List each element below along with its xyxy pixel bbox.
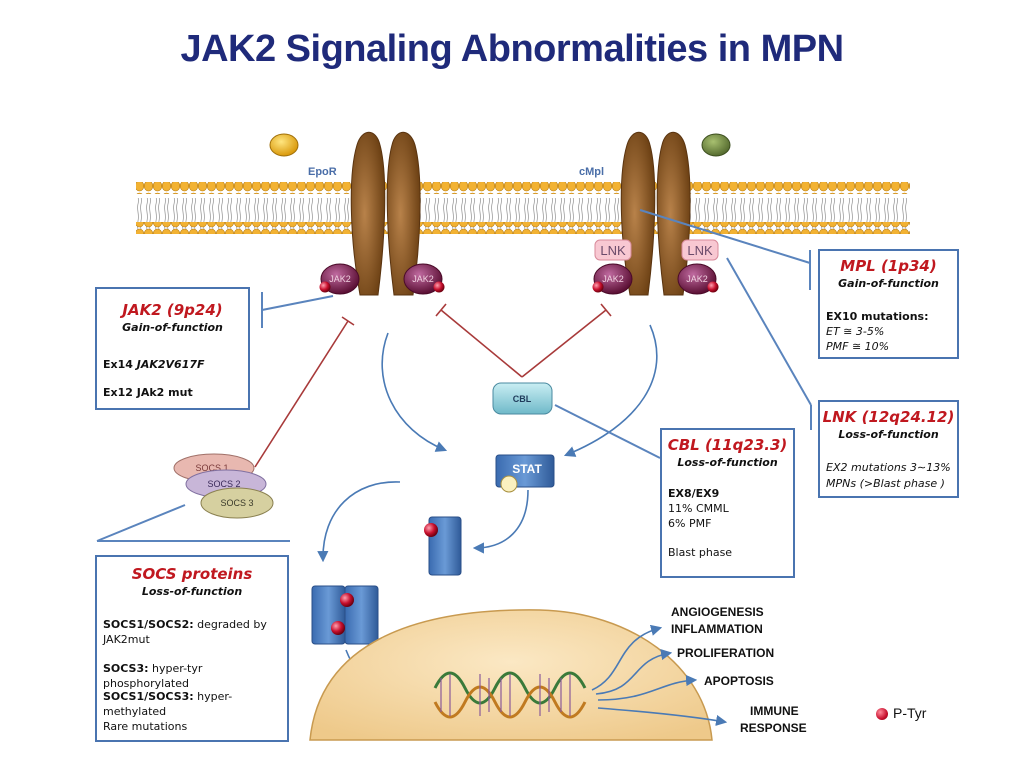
cbl-box-line2: 11% CMML [668, 502, 729, 515]
svg-text:LNK: LNK [687, 243, 713, 258]
mpl-box-line2: ET ≅ 3-5% [826, 325, 885, 338]
socs-box-subheading: Loss-of-function [141, 585, 243, 598]
socs-box-line3: SOCS1/SOCS3: hyper-methylated [103, 690, 233, 718]
mpl-box-line3: PMF ≅ 10% [826, 340, 890, 353]
jak2-epor-right: JAK2 [403, 263, 445, 295]
ptyr-legend: P-Tyr [876, 705, 926, 721]
jak2-cmpl-right: JAK2 [677, 263, 719, 295]
output-arrows [591, 624, 728, 727]
socs-box-heading: SOCS proteins [131, 565, 253, 583]
lnk-box-line2: MPNs (>Blast phase ) [826, 477, 945, 490]
lnk-protein-right: LNK [681, 239, 719, 261]
mpl-box-line1: EX10 mutations: [826, 310, 929, 323]
socs-proteins: SOCS 1 SOCS 2 SOCS 3 [173, 453, 274, 519]
jak2-box-line2: Ex12 JAk2 mut [103, 386, 193, 399]
lnk-box-line1: EX2 mutations 3∼13% [826, 461, 951, 474]
mpl-box-subheading: Gain-of-function [838, 277, 939, 290]
socs-box-line2: SOCS3: hyper-tyr phosphorylated [103, 662, 203, 690]
outcome-proliferation: PROLIFERATION [677, 646, 775, 660]
phospho-stat-monomer [424, 516, 462, 576]
cbl-protein: CBL [492, 382, 553, 415]
outcome-apoptosis: APOPTOSIS [704, 674, 774, 688]
svg-text:STAT: STAT [512, 462, 542, 476]
lnk-info-box: LNK (12q24.12) Loss-of-function EX2 muta… [818, 400, 959, 498]
svg-text:SOCS 3: SOCS 3 [220, 498, 253, 508]
jak2-box-line1: Ex14 JAK2V617F [103, 358, 205, 371]
cell-membrane [136, 182, 910, 234]
svg-text:JAK2: JAK2 [329, 274, 351, 284]
ligand-tpo [701, 133, 731, 157]
socs-info-box: SOCS proteins Loss-of-function SOCS1/SOC… [95, 555, 289, 742]
svg-text:LNK: LNK [600, 243, 626, 258]
cbl-box-subheading: Loss-of-function [677, 456, 778, 469]
lnk-protein-left: LNK [594, 239, 632, 261]
svg-text:SOCS 1: SOCS 1 [195, 463, 228, 473]
jak2-cmpl-left: JAK2 [592, 263, 633, 295]
slide-title: JAK2 Signaling Abnormalities in MPN [180, 28, 844, 70]
epor-receptor [350, 131, 421, 296]
connector-lines [96, 209, 812, 542]
jak2-info-box: JAK2 (9p24) Gain-of-function Ex14 JAK2V6… [95, 287, 250, 410]
cbl-box-line1: EX8/EX9 [668, 487, 720, 500]
svg-text:JAK2: JAK2 [686, 274, 708, 284]
epor-label: EpoR [308, 166, 337, 178]
cbl-box-line4: Blast phase [668, 546, 733, 559]
socs-box-line1: SOCS1/SOCS2: degraded by JAK2mut [103, 618, 267, 646]
stat-protein: STAT [495, 454, 555, 493]
cmpl-label: cMpl [579, 166, 605, 178]
svg-text:JAK2: JAK2 [412, 274, 434, 284]
ptyr-legend-label: P-Tyr [893, 705, 927, 721]
phosphotyrosine-icon [876, 708, 888, 720]
stat-dimer [311, 585, 379, 645]
outcome-inflammation: INFLAMMATION [671, 622, 763, 636]
jak2-box-heading: JAK2 (9p24) [122, 301, 223, 319]
outcome-immune: IMMUNE [750, 704, 799, 718]
mpl-box-heading: MPL (1p34) [840, 257, 937, 275]
dna-helix [433, 671, 587, 719]
outcome-response: RESPONSE [740, 721, 807, 735]
lnk-box-heading: LNK (12q24.12) [822, 408, 955, 426]
jak2-epor-left: JAK2 [319, 263, 360, 295]
inhibition-lines [254, 303, 612, 468]
cbl-info-box: CBL (11q23.3) Loss-of-function EX8/EX9 1… [660, 428, 795, 578]
svg-text:JAK2: JAK2 [602, 274, 624, 284]
socs-box-line4: Rare mutations [103, 720, 188, 733]
cbl-box-heading: CBL (11q23.3) [667, 436, 788, 454]
svg-text:SOCS 2: SOCS 2 [207, 479, 240, 489]
lnk-box-subheading: Loss-of-function [838, 428, 939, 441]
svg-text:CBL: CBL [513, 394, 532, 404]
mpl-info-box: MPL (1p34) Gain-of-function EX10 mutatio… [818, 249, 959, 359]
cbl-box-line3: 6% PMF [668, 517, 712, 530]
outcome-angiogenesis: ANGIOGENESIS [671, 605, 764, 619]
ligand-epo [269, 133, 299, 157]
jak2-box-subheading: Gain-of-function [122, 321, 223, 334]
